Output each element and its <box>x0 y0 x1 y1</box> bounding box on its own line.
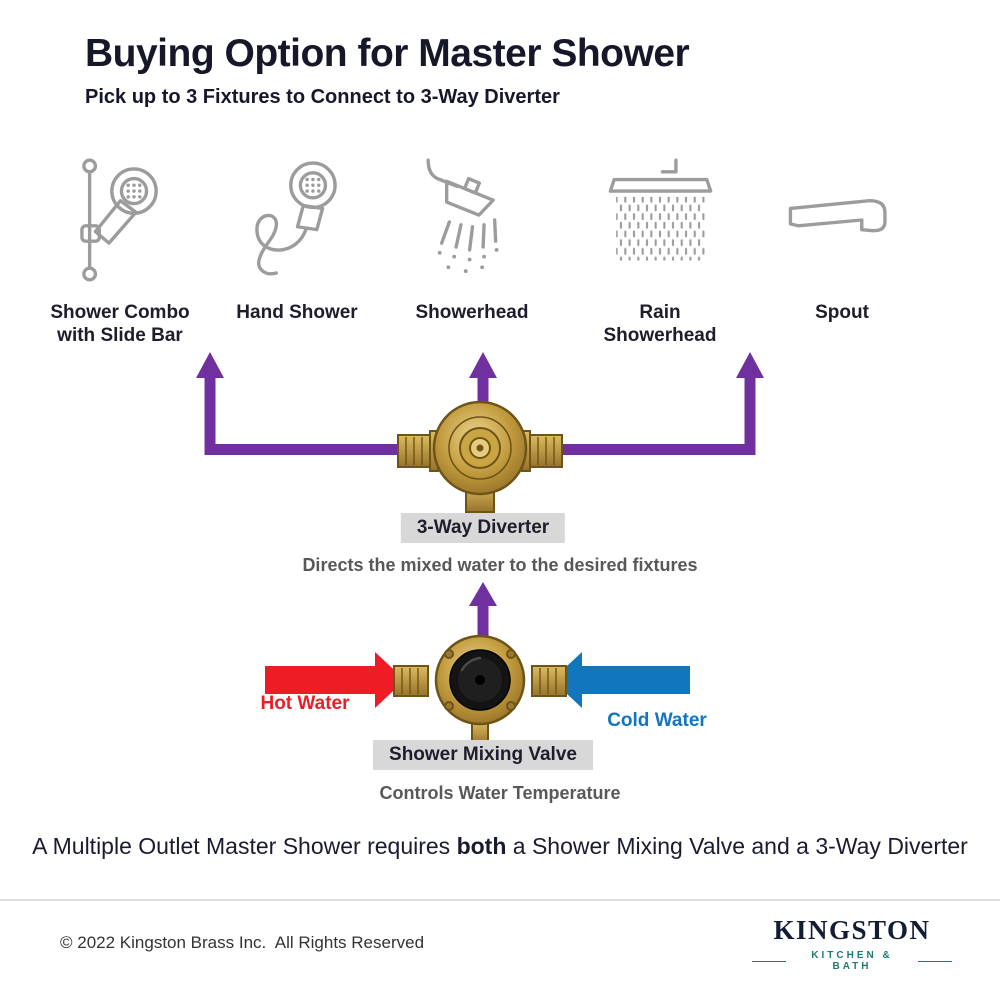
mixed-water-arrowhead <box>469 582 497 606</box>
tagline-rule-left <box>752 960 786 962</box>
header: Buying Option for Master Shower Pick up … <box>85 32 690 109</box>
fixture-label: Showerhead <box>415 302 529 323</box>
showerhead-icon <box>382 140 562 290</box>
note-suffix: a Shower Mixing Valve and a 3-Way Divert… <box>506 833 968 859</box>
note-prefix: A Multiple Outlet Master Shower requires <box>32 833 457 859</box>
fixture-label: Shower Combo with Slide Bar <box>50 302 190 346</box>
footer-divider <box>0 899 1000 901</box>
rain-showerhead-icon <box>570 140 750 290</box>
cold-water-arrow <box>552 652 690 708</box>
kingston-logo: KINGSTON KITCHEN & BATH <box>752 915 952 972</box>
page-title: Buying Option for Master Shower <box>85 32 690 75</box>
mixing-valve-description: Controls Water Temperature <box>379 783 621 803</box>
note-bold: both <box>456 833 507 859</box>
requirement-note: A Multiple Outlet Master Shower requires… <box>0 833 1000 860</box>
brand-name: KINGSTON <box>773 915 931 945</box>
fixture-hand-shower: Hand Shower <box>207 140 387 325</box>
hand-shower-icon <box>207 140 387 290</box>
cold-water-label: Cold Water <box>607 710 707 731</box>
fixture-label: Spout <box>815 302 869 323</box>
purple-arrowheads <box>196 352 764 378</box>
fixture-spout: Spout <box>752 140 932 325</box>
fixture-shower-combo: Shower Combo with Slide Bar <box>30 140 210 348</box>
brand-tagline-row: KITCHEN & BATH <box>752 950 952 972</box>
page-subtitle: Pick up to 3 Fixtures to Connect to 3-Wa… <box>85 86 560 108</box>
hot-water-label: Hot Water <box>260 693 350 714</box>
tagline-rule-right <box>918 960 952 962</box>
fixture-label: Hand Shower <box>236 302 358 323</box>
fixture-showerhead: Showerhead <box>382 140 562 325</box>
three-way-diverter-valve-illustration <box>390 388 570 518</box>
shower-mixing-valve-illustration <box>390 618 570 748</box>
brand-tagline: KITCHEN & BATH <box>811 950 893 972</box>
diverter-description: Directs the mixed water to the desired f… <box>302 555 698 575</box>
shower-combo-slide-bar-icon <box>30 140 210 290</box>
mixing-valve-label: Shower Mixing Valve <box>373 740 593 770</box>
fixture-label: Rain Showerhead <box>603 302 717 346</box>
copyright-text: © 2022 Kingston Brass Inc. All Rights Re… <box>60 933 425 952</box>
fixture-rain-showerhead: Rain Showerhead <box>570 140 750 348</box>
diverter-label: 3-Way Diverter <box>400 513 566 543</box>
spout-icon <box>752 140 932 290</box>
